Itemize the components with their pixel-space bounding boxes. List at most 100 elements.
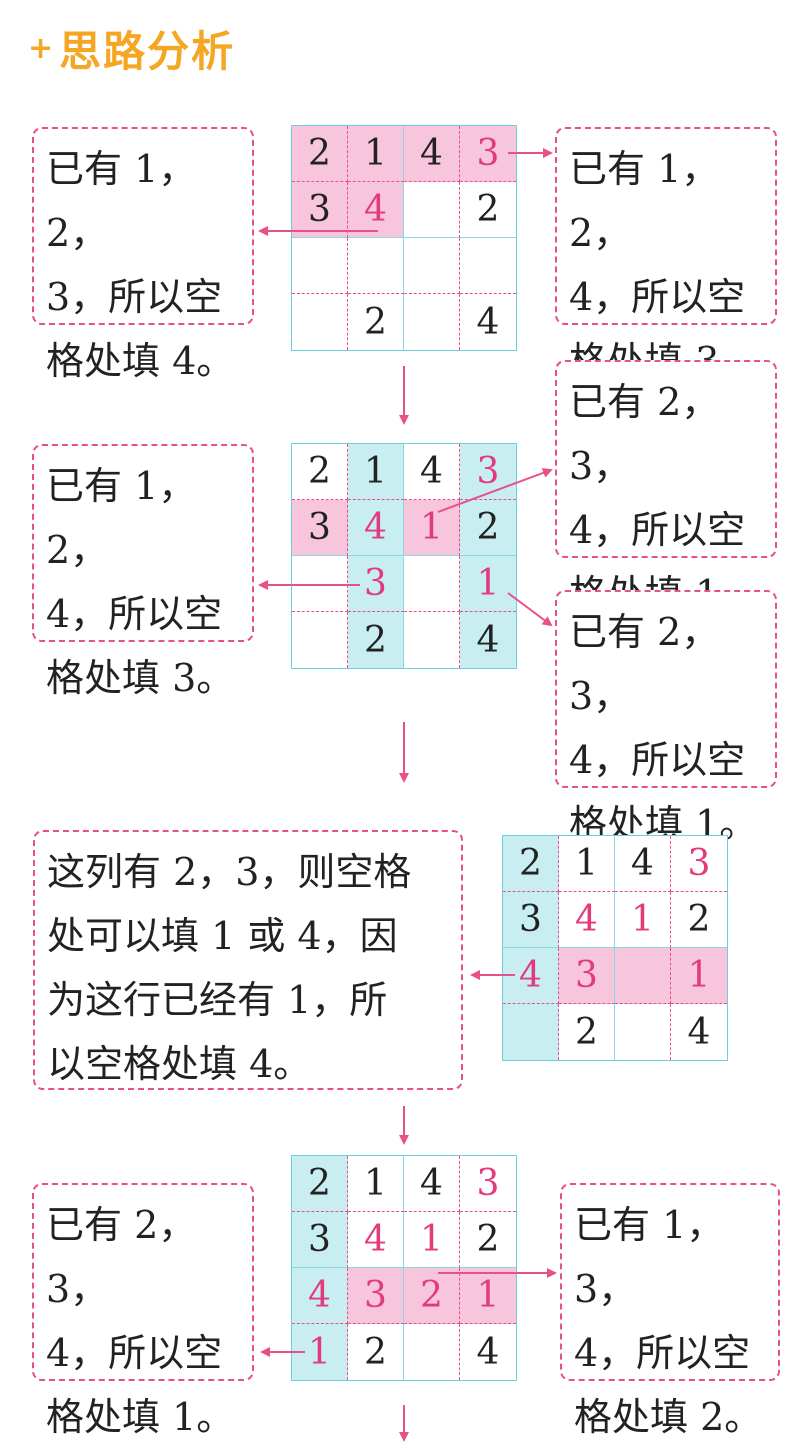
grid-cell <box>348 238 404 294</box>
plus-icon: + <box>28 31 54 66</box>
note-line: 4，所以空 <box>574 1331 751 1375</box>
note-line: 已有 1，2， <box>46 464 197 572</box>
note-line: 格处填 3。 <box>46 656 235 700</box>
grid-cell <box>292 556 348 612</box>
grid-cell: 1 <box>615 892 671 948</box>
grid-cell: 2 <box>460 500 516 556</box>
grid-cell: 3 <box>460 1156 516 1212</box>
note-line: 这列有 2，3，则空格 <box>47 850 412 894</box>
grid-cell: 1 <box>348 1156 404 1212</box>
grid-cell: 4 <box>348 1212 404 1268</box>
grid-cell: 3 <box>460 126 516 182</box>
grid-cell: 3 <box>348 1268 404 1324</box>
grid-cell: 1 <box>460 556 516 612</box>
grid-cell: 2 <box>292 126 348 182</box>
note-box: 已有 1，3， 4，所以空格处填 2。 <box>560 1183 780 1439</box>
grid-cell: 1 <box>404 1212 460 1268</box>
grid-cell: 1 <box>348 444 404 500</box>
grid-cell: 1 <box>404 500 460 556</box>
grid-cell <box>503 1004 559 1060</box>
grid-cell: 4 <box>476 1331 500 1373</box>
grid-cell <box>404 1324 460 1380</box>
grid-cell: 2 <box>292 1156 348 1212</box>
grid-cell: 2 <box>348 294 404 350</box>
grid-cell: 4 <box>348 500 404 556</box>
grid-cell <box>292 612 348 668</box>
note-box: 已有 2，3，4，所以空格处填 1。 <box>555 590 777 846</box>
grid-cell: 2 <box>348 612 404 668</box>
grid-cell: 4 <box>476 301 500 343</box>
note-box: 已有 2，3， 4，所以空格处填 1。 <box>32 1183 254 1439</box>
grid-cell: 2 <box>404 1268 460 1324</box>
grid-cell: 4 <box>503 948 559 1004</box>
grid-cell <box>404 294 460 350</box>
grid-cell: 4 <box>292 1268 348 1324</box>
note-line: 已有 2，3， <box>569 610 720 718</box>
grid-cell: 3 <box>460 444 516 500</box>
grid-cell <box>404 612 460 668</box>
grid-cell: 3 <box>348 556 404 612</box>
grid-cell <box>460 238 516 294</box>
section-title: 思路分析 <box>59 27 236 76</box>
grid-cell <box>615 948 671 1004</box>
note-line: 格处填 2。 <box>574 1395 763 1439</box>
grid-cell: 2 <box>292 444 348 500</box>
grid-cell: 1 <box>348 126 404 182</box>
note-line: 已有 2，3， <box>46 1203 197 1311</box>
grid-cell: 2 <box>460 182 516 238</box>
grid-cell: 2 <box>671 892 727 948</box>
grid-cell: 4 <box>348 182 404 238</box>
grid-cell: 4 <box>404 1156 460 1212</box>
grid-cell <box>404 556 460 612</box>
grid-cell: 2 <box>503 836 559 892</box>
note-line: 4，所以空 <box>569 508 746 552</box>
grid-cell: 3 <box>503 892 559 948</box>
grid-cell: 1 <box>292 1324 348 1380</box>
grid-cell <box>615 1004 671 1060</box>
note-line: 格处填 1。 <box>46 1395 235 1439</box>
grid-cell: 1 <box>460 1268 516 1324</box>
grid-cell: 2 <box>559 1004 615 1060</box>
grid-cell: 3 <box>559 948 615 1004</box>
grid-cell: 3 <box>671 836 727 892</box>
grid-cell <box>292 238 348 294</box>
note-line: 为这行已经有 1，所 <box>47 978 388 1022</box>
grid-cell <box>404 182 460 238</box>
grid-cell: 4 <box>404 126 460 182</box>
grid-cell: 4 <box>615 836 671 892</box>
section-header: + 思路分析 <box>28 18 235 79</box>
note-line: 4，所以空 <box>569 738 746 782</box>
note-box: 已有 1，2，3，所以空格处填 4。 <box>32 127 254 383</box>
grid-cell: 4 <box>559 892 615 948</box>
note-line: 3，所以空 <box>46 275 223 319</box>
grid-cell <box>404 238 460 294</box>
grid-cell: 1 <box>559 836 615 892</box>
note-line: 已有 1，2， <box>569 147 720 255</box>
note-line: 已有 1，3， <box>574 1203 725 1311</box>
note-line: 格处填 4。 <box>46 339 235 383</box>
grid-cell <box>292 294 348 350</box>
note-line: 4，所以空 <box>46 1331 223 1375</box>
grid-cell: 2 <box>460 1212 516 1268</box>
grid-cell: 2 <box>348 1324 404 1380</box>
grid-cell: 4 <box>404 444 460 500</box>
note-box: 这列有 2，3，则空格处可以填 1 或 4，因为这行已经有 1，所以空格处填 4… <box>33 830 463 1090</box>
grid-cell: 1 <box>671 948 727 1004</box>
note-line: 4，所以空 <box>46 592 223 636</box>
note-box: 已有 1，2， 4，所以空格处填 3。 <box>32 444 254 700</box>
grid-cell: 3 <box>292 1212 348 1268</box>
note-line: 4，所以空 <box>569 275 746 319</box>
grid-cell: 3 <box>292 500 348 556</box>
grid-cell: 4 <box>687 1011 711 1053</box>
note-line: 已有 2，3， <box>569 380 720 488</box>
note-line: 处可以填 1 或 4，因 <box>47 914 398 958</box>
grid-cell: 4 <box>460 612 516 668</box>
note-line: 以空格处填 4。 <box>47 1042 312 1086</box>
grid-cell: 3 <box>292 182 348 238</box>
